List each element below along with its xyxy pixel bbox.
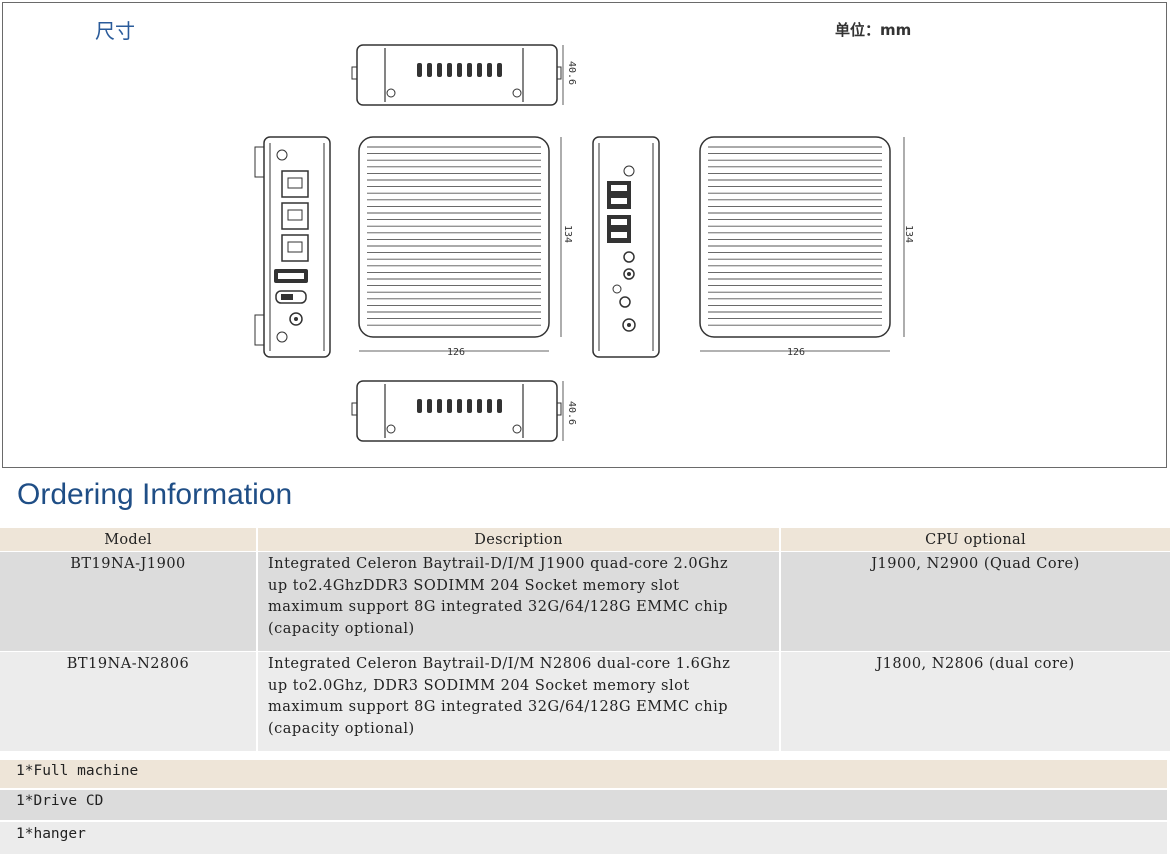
dim-front-width: 126 — [447, 347, 465, 358]
front-view — [358, 136, 562, 352]
dim-top-height: 40.6 — [566, 61, 577, 85]
dim-top-view-width: 126 — [787, 347, 805, 358]
column-header-description: Description — [257, 528, 781, 552]
package-item: 1*Full machine — [0, 760, 1167, 788]
ordering-heading: Ordering Information — [17, 478, 293, 511]
drawing-title: 尺寸 — [95, 19, 135, 43]
dim-front-height: 134 — [562, 225, 573, 243]
table-header-row: Model Description CPU optional — [0, 528, 1171, 552]
package-item: 1*Drive CD — [0, 790, 1167, 820]
bottom-side-view — [351, 380, 564, 442]
dim-top-view-height: 134 — [903, 225, 914, 243]
cpu-cell: J1900, N2900 (Quad Core) — [780, 551, 1171, 652]
table-row: BT19NA-N2806 Integrated Celeron Baytrail… — [0, 651, 1171, 751]
model-cell: BT19NA-N2806 — [0, 651, 258, 751]
ordering-table: Model Description CPU optional BT19NA-J1… — [0, 528, 1171, 751]
model-cell: BT19NA-J1900 — [0, 551, 258, 652]
unit-label: 单位：mm — [835, 21, 912, 39]
column-header-cpu: CPU optional — [780, 528, 1171, 552]
package-item: 1*hanger — [0, 822, 1167, 854]
dimensions-drawing-panel: 尺寸 单位：mm — [2, 2, 1167, 468]
cpu-cell: J1800, N2806 (dual core) — [780, 651, 1171, 751]
table-row: BT19NA-J1900 Integrated Celeron Baytrail… — [0, 551, 1171, 652]
description-cell: Integrated Celeron Baytrail-D/I/M J1900 … — [257, 551, 781, 652]
description-cell: Integrated Celeron Baytrail-D/I/M N2806 … — [257, 651, 781, 751]
column-header-model: Model — [0, 528, 258, 552]
left-port-panel — [254, 136, 331, 358]
technical-drawing: 40.6 40.6 126 134 126 134 — [254, 44, 914, 442]
top-side-view — [351, 44, 564, 106]
top-view — [699, 136, 905, 352]
dim-bottom-height: 40.6 — [566, 401, 577, 425]
right-port-panel — [592, 136, 660, 358]
